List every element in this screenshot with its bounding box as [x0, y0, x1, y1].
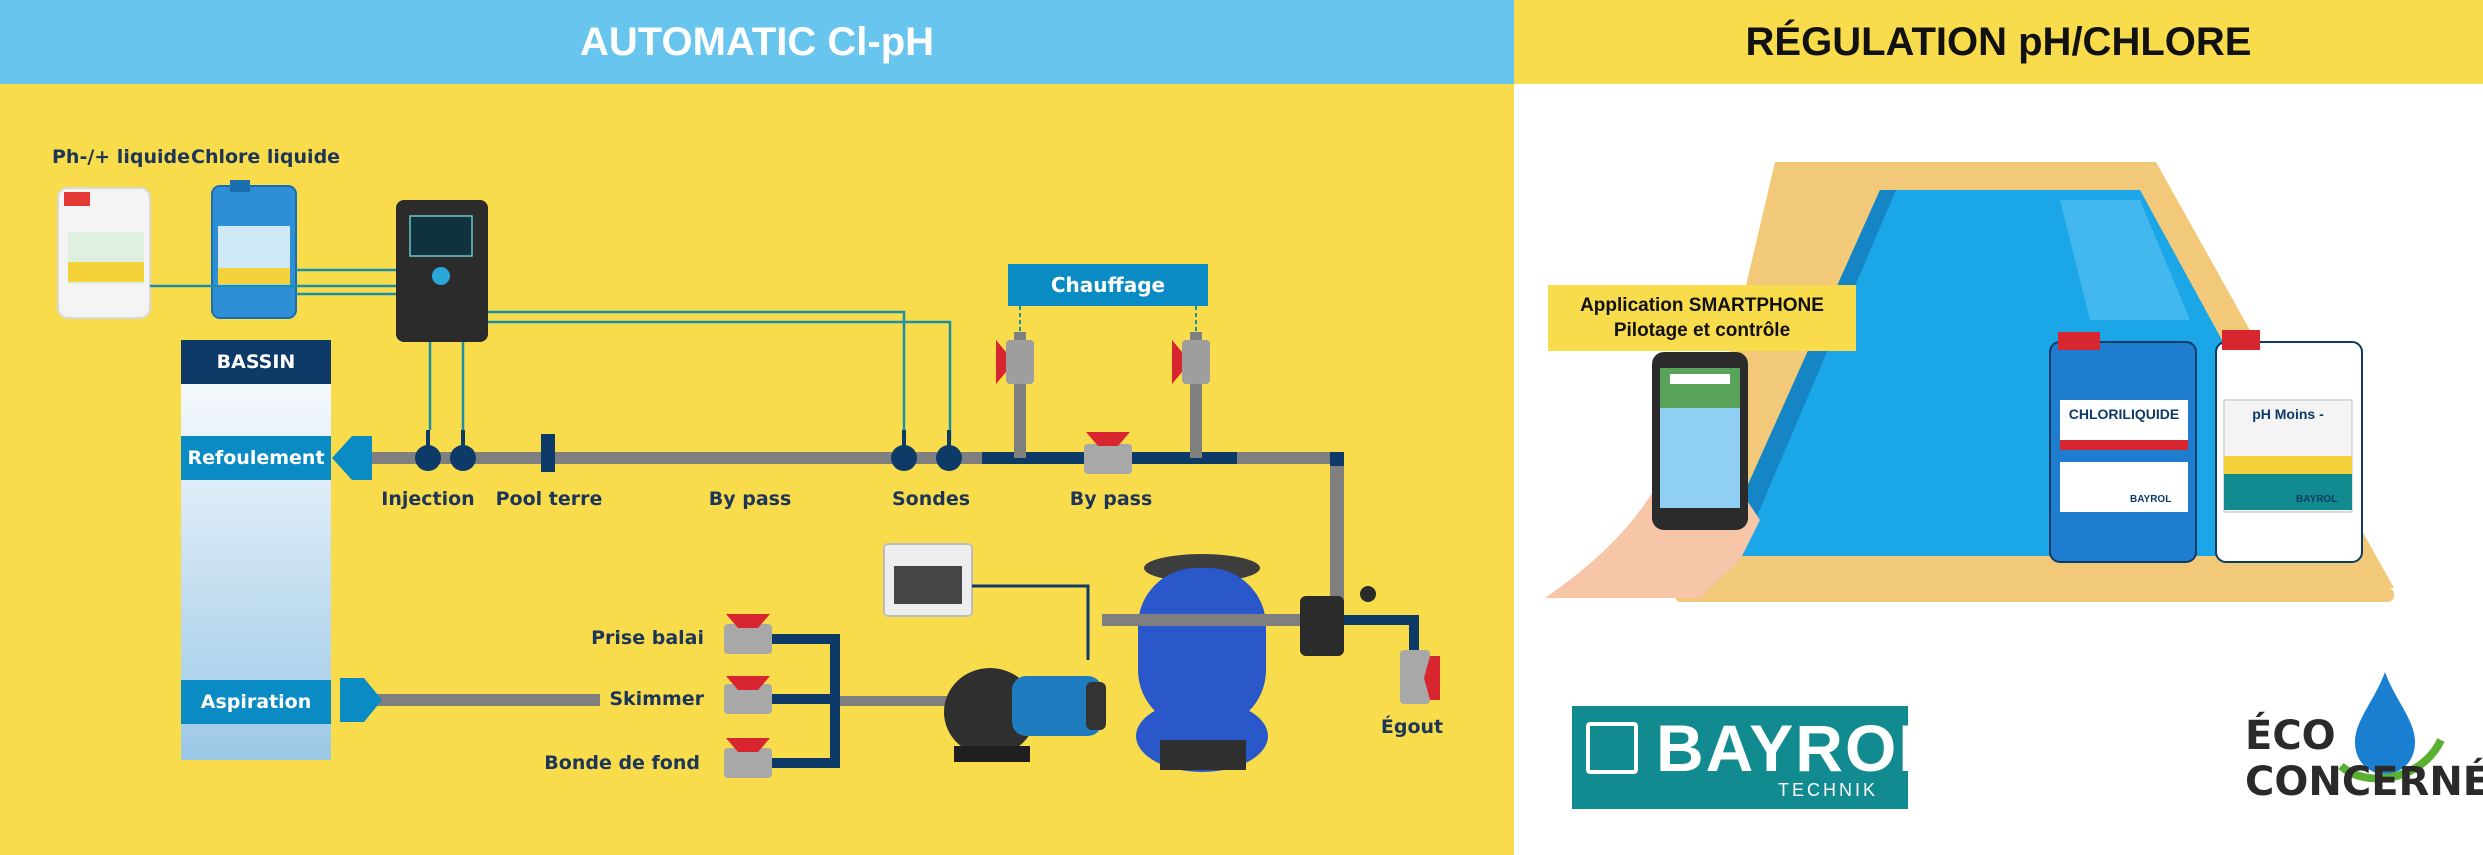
electrical-box-icon — [883, 543, 973, 617]
refoulement-tag: Refoulement — [181, 436, 331, 480]
chauffage-valve-right-icon — [1172, 340, 1210, 384]
multiway-valve-icon — [1300, 586, 1376, 656]
ph-moins-label: pH Moins - — [2252, 406, 2324, 422]
chauffage-valve-left-icon — [996, 340, 1034, 384]
sondes-label: Sondes — [891, 488, 971, 510]
suction-valves — [724, 614, 772, 778]
aspiration-tag: Aspiration — [181, 680, 331, 724]
bayrol-sub: TECHNIK — [1778, 780, 1879, 800]
eco-line-1: ÉCO — [2245, 713, 2336, 759]
chloriliquide-label: CHLORILIQUIDE — [2068, 406, 2180, 422]
right-header-title: RÉGULATION pH/CHLORE — [1514, 0, 2483, 84]
chlore-liquide-label: Chlore liquide — [191, 146, 341, 168]
pump-icon — [944, 668, 1106, 762]
sand-filter-icon — [1136, 554, 1268, 772]
egout-valve-icon — [1400, 650, 1440, 704]
app-line-1: Application SMARTPHONE — [1580, 295, 1824, 316]
egout-label: Égout — [1380, 716, 1444, 738]
ph-moins-can-icon — [2215, 330, 2363, 563]
bayrol-logo: BAYROL TECHNIK — [1572, 706, 1939, 809]
injection-label: Injection — [381, 488, 475, 510]
bypass-valve-icon — [1084, 432, 1132, 474]
ph-container-icon — [57, 187, 151, 319]
bayrol-y-icon — [1586, 722, 1638, 774]
app-line-2: Pilotage et contrôle — [1613, 320, 1791, 341]
bayrol-name: BAYROL — [1656, 711, 1941, 785]
bypass-label-1: By pass — [708, 488, 792, 510]
pool-terre-label: Pool terre — [495, 488, 603, 510]
controller-unit-icon — [396, 200, 488, 342]
can-brand-1: BAYROL — [2130, 494, 2172, 505]
smartphone-app-callout: Application SMARTPHONE Pilotage et contr… — [1548, 285, 1856, 351]
chauffage-tag: Chauffage — [1008, 264, 1208, 306]
hand-phone-icon — [1545, 352, 1760, 598]
water-drop-icon — [2338, 672, 2445, 783]
eco-concerne-logo: ÉCO CONCERNÉ — [2245, 670, 2483, 820]
left-header-title: AUTOMATIC Cl-pH — [0, 0, 1514, 84]
bypass-label-2: By pass — [1069, 488, 1153, 510]
eco-line-2: CONCERNÉ — [2245, 759, 2483, 805]
bonde-de-fond-label: Bonde de fond — [544, 752, 700, 774]
prise-balai-label: Prise balai — [591, 627, 704, 649]
chloriliquide-can-icon — [2049, 332, 2197, 563]
can-brand-2: BAYROL — [2296, 494, 2338, 505]
skimmer-label: Skimmer — [609, 688, 704, 710]
bassin-title: BASSIN — [181, 340, 331, 384]
ph-liquide-label: Ph-/+ liquide — [52, 146, 190, 168]
